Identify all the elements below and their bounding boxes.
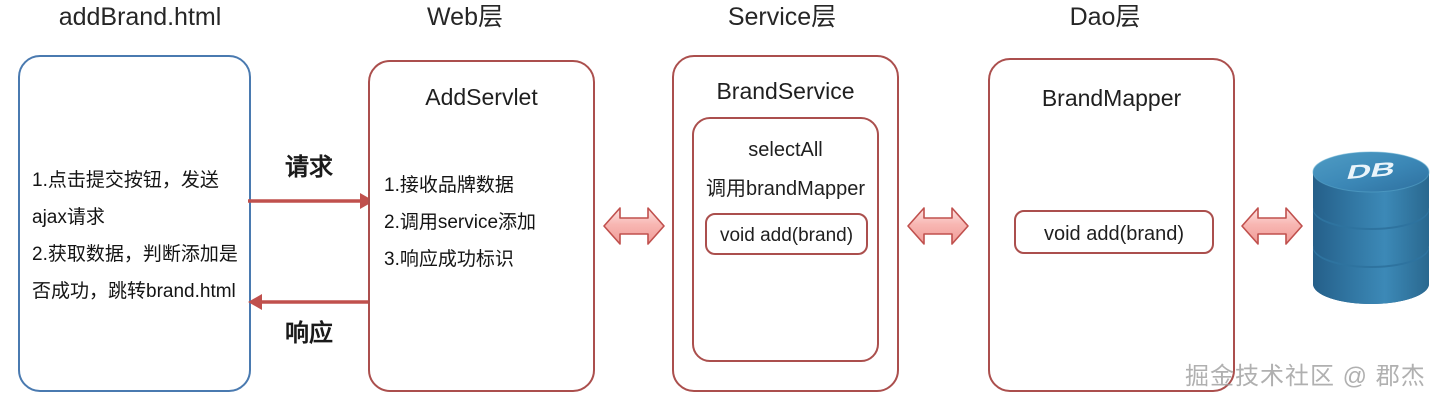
client-text-line-4: 否成功，跳转brand.html: [32, 281, 236, 302]
client-text-line-1: 1.点击提交按钮，发送: [32, 170, 219, 191]
column-header-service: Service层: [727, 3, 837, 31]
web-service-double-arrow: [603, 207, 665, 245]
service-inner-subtitle: 调用brandMapper: [706, 178, 865, 200]
database-label-group: DB: [1344, 157, 1399, 183]
client-text-line-2: ajax请求: [32, 207, 105, 228]
service-dao-double-arrow: [907, 207, 969, 245]
database-label: DB: [1344, 157, 1399, 183]
column-header-client: addBrand.html: [58, 3, 222, 31]
response-label: 响应: [285, 320, 333, 347]
service-box[interactable]: BrandService selectAll 调用brandMapper voi…: [672, 55, 899, 392]
service-method-pill[interactable]: void add(brand): [705, 213, 868, 255]
web-text-line-3: 3.响应成功标识: [384, 249, 514, 270]
client-box-text: 1.点击提交按钮，发送 ajax请求 2.获取数据，判断添加是 否成功，跳转br…: [32, 162, 248, 310]
web-text-line-2: 2.调用service添加: [384, 212, 537, 233]
dao-db-double-arrow: [1241, 207, 1303, 245]
dao-box-title: BrandMapper: [1041, 85, 1182, 111]
web-box-title: AddServlet: [425, 84, 538, 110]
web-box-text: 1.接收品牌数据 2.调用service添加 3.响应成功标识: [384, 167, 589, 278]
dao-method-pill[interactable]: void add(brand): [1014, 210, 1214, 254]
client-text-line-3: 2.获取数据，判断添加是: [32, 244, 238, 265]
web-box[interactable]: AddServlet 1.接收品牌数据 2.调用service添加 3.响应成功…: [368, 60, 595, 392]
service-inner-box[interactable]: selectAll 调用brandMapper void add(brand): [692, 117, 879, 362]
client-box[interactable]: 1.点击提交按钮，发送 ajax请求 2.获取数据，判断添加是 否成功，跳转br…: [18, 55, 251, 392]
database-cylinder: DB: [1312, 151, 1430, 304]
column-header-web: Web层: [427, 3, 503, 31]
service-method-label: void add(brand): [719, 225, 854, 246]
web-text-line-1: 1.接收品牌数据: [384, 175, 514, 196]
request-label: 请求: [285, 154, 333, 181]
watermark: 掘金技术社区 @ 郡杰: [1185, 363, 1426, 390]
response-arrow: [248, 294, 374, 310]
column-header-dao: Dao层: [1069, 3, 1141, 31]
dao-box[interactable]: BrandMapper void add(brand): [988, 58, 1235, 392]
service-box-title: BrandService: [716, 78, 855, 104]
service-inner-title: selectAll: [748, 139, 823, 161]
dao-method-label: void add(brand): [1043, 223, 1185, 245]
request-arrow: [248, 193, 374, 209]
